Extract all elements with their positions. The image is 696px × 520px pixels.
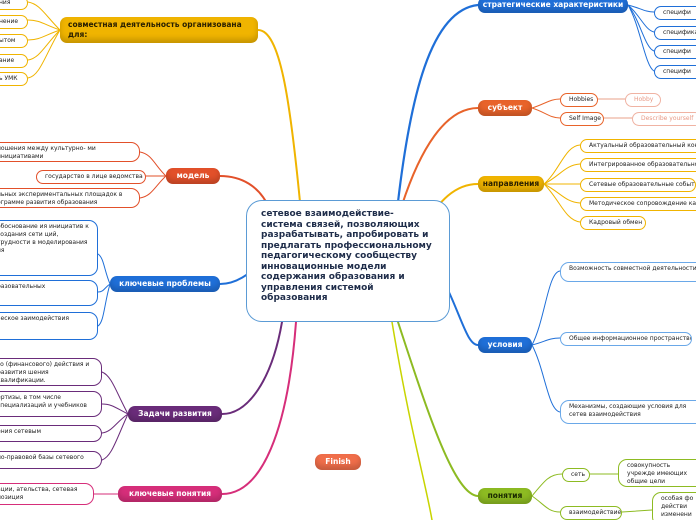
link-joint-c: [27, 1, 61, 31]
joint-child-5[interactable]: ь УМК: [0, 72, 28, 86]
branch-directions[interactable]: направления: [478, 176, 544, 192]
subject-describe[interactable]: Describe yourself: [632, 112, 696, 126]
concepts-interaction-definition[interactable]: особая фо действи изменени: [652, 492, 696, 520]
tasks-child-4[interactable]: но-правовой базы сетевого: [0, 451, 102, 469]
link-conditions: [447, 289, 479, 346]
link-cond-c3: [531, 344, 561, 413]
link-strategic-c3: [627, 4, 655, 52]
link-model-c3: [139, 175, 167, 199]
link-strategic: [396, 3, 480, 204]
link-tasks: [221, 321, 283, 415]
concepts-set-definition[interactable]: совокупность учрежде имеющих общие цели …: [618, 459, 696, 487]
conditions-child-3[interactable]: Механизмы, создающие условия для сетев в…: [560, 400, 696, 424]
branch-concepts[interactable]: понятия: [478, 488, 532, 504]
joint-child-4[interactable]: ание: [0, 54, 28, 68]
link-joint-c5: [27, 29, 61, 79]
branch-key-concepts[interactable]: ключевые понятия: [118, 486, 222, 502]
link-concepts: [397, 321, 479, 497]
link-strategic-c1: [627, 4, 655, 13]
problems-child-3[interactable]: ческое заимодействия: [0, 312, 98, 340]
directions-child-1[interactable]: Актуальный образовательный конте: [580, 139, 696, 153]
link-strategic-c4: [627, 4, 655, 72]
link-prob-c1: [97, 253, 111, 285]
conditions-child-2[interactable]: Общее информационное пространство: [560, 332, 692, 346]
tasks-child-1[interactable]: го (финансового) действия и развития шен…: [0, 358, 102, 386]
directions-child-5[interactable]: Кадровый обмен: [580, 216, 646, 230]
subject-hobbies[interactable]: Hobbies: [560, 93, 598, 107]
branch-development-tasks[interactable]: Задачи развития: [128, 406, 222, 422]
concepts-interaction[interactable]: взаимодействие: [560, 506, 622, 520]
link-joint-c2: [27, 19, 61, 31]
branch-conditions[interactable]: условия: [478, 337, 532, 353]
joint-child-3[interactable]: ытом: [0, 34, 28, 48]
link-subject-c2: [531, 107, 561, 119]
link-joint-c3: [27, 29, 61, 41]
tasks-child-2[interactable]: ертизы, в том числе специализаций и учеб…: [0, 391, 102, 417]
central-topic[interactable]: сетевое взаимодействие- система связей, …: [246, 200, 450, 322]
link-model-c1: [139, 151, 167, 177]
model-child-1[interactable]: ношения между культурно- ми инициативами: [0, 142, 140, 162]
link-tasks-c4: [101, 413, 129, 461]
link-lower-extra: [391, 321, 433, 520]
branch-strategic[interactable]: стратегические характеристики: [478, 0, 628, 13]
branch-model[interactable]: модель: [166, 168, 220, 184]
subject-hobby[interactable]: Hobby: [625, 93, 661, 107]
link-prob-c2: [97, 283, 111, 293]
link-tasks-c1: [101, 371, 129, 415]
branch-key-problems[interactable]: ключевые проблемы: [110, 276, 220, 292]
branch-joint-activity[interactable]: совместная деятельность организована для…: [60, 17, 258, 43]
link-int-def: [621, 509, 653, 513]
link-joint-c4: [27, 29, 61, 61]
subject-self-image[interactable]: Self Image: [560, 112, 604, 126]
link-dir-c5: [543, 183, 581, 223]
link-cond-c1: [531, 270, 561, 346]
concepts-set[interactable]: сеть: [562, 468, 590, 482]
finish-node[interactable]: Finish: [315, 454, 361, 470]
link-concepts-c2: [531, 495, 561, 513]
tasks-child-3[interactable]: ения сетевым: [0, 425, 102, 442]
link-concepts-c1: [531, 473, 563, 497]
link-strategic-c2: [627, 4, 655, 33]
branch-subject[interactable]: субъект: [478, 100, 532, 116]
strategic-child-2[interactable]: специфика: [654, 26, 696, 40]
link-joint: [257, 29, 301, 203]
conditions-child-1[interactable]: Возможность совместной деятельности учас…: [560, 262, 696, 282]
joint-child-2[interactable]: нение: [0, 15, 28, 29]
joint-child-1[interactable]: ния: [0, 0, 28, 10]
directions-child-2[interactable]: Интегрированное образовательное м: [580, 158, 696, 172]
link-subject-c1: [531, 98, 561, 109]
link-prob-c3: [97, 283, 111, 327]
problems-child-1[interactable]: обоснование ия инициатив к создания сети…: [0, 220, 98, 276]
strategic-child-1[interactable]: специфи: [654, 6, 696, 20]
link-tasks-c3: [101, 413, 129, 434]
problems-child-2[interactable]: разовательных: [0, 280, 98, 306]
link-dir-c1: [543, 144, 581, 185]
strategic-child-4[interactable]: специфи: [654, 65, 696, 79]
link-subject: [401, 107, 479, 206]
model-child-2[interactable]: государство в лице ведомства: [36, 170, 146, 184]
model-child-3[interactable]: льных экспериментальных площадок в ограм…: [0, 188, 140, 208]
directions-child-4[interactable]: Методическое сопровождение кадро: [580, 197, 696, 211]
link-dir-c2: [543, 163, 581, 185]
link-cond-c2: [531, 337, 561, 346]
strategic-child-3[interactable]: специфи: [654, 45, 696, 59]
key-concepts-child-1[interactable]: ации, ательства, сетевая позиция: [0, 483, 94, 505]
link-dir-c4: [543, 183, 581, 204]
link-tasks-c2: [101, 403, 129, 415]
link-key-concepts: [221, 321, 297, 495]
directions-child-3[interactable]: Сетевые образовательные события: [580, 178, 696, 192]
